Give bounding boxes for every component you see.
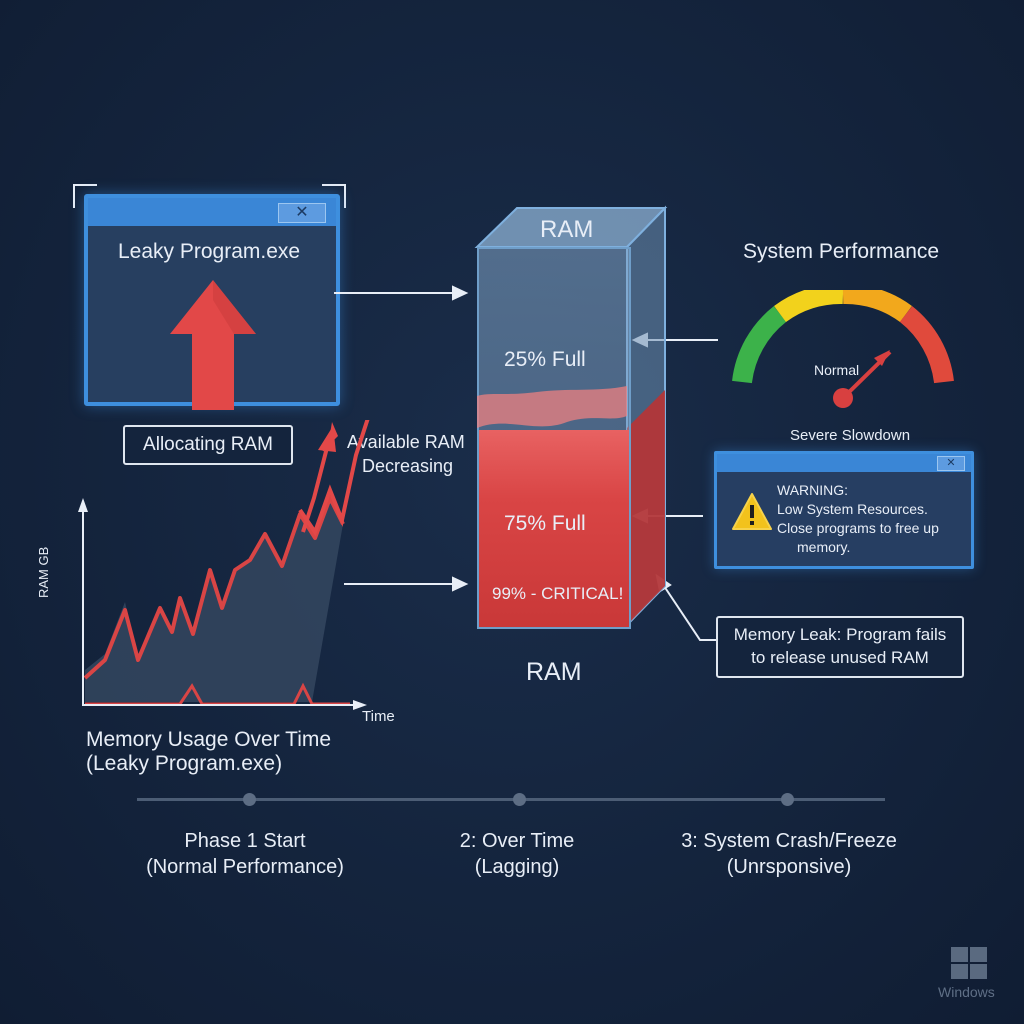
warning-triangle-icon bbox=[732, 493, 772, 530]
frame-corner-top-right bbox=[322, 184, 346, 208]
memory-leak-note-line-1: Memory Leak: Program fails bbox=[733, 625, 947, 644]
timeline-dot-phase-1[interactable] bbox=[243, 793, 256, 806]
performance-gauge bbox=[732, 290, 954, 408]
ram-level-25: 25% Full bbox=[504, 348, 586, 371]
timeline-track bbox=[137, 798, 885, 801]
available-ram-label-line1: Available RAM bbox=[347, 432, 465, 452]
warning-line-2: Close programs to free up bbox=[777, 520, 939, 536]
allocating-ram-label: Allocating RAM bbox=[123, 425, 293, 465]
up-arrow-icon bbox=[170, 280, 256, 410]
chart-caption-line-1: Memory Usage Over Time bbox=[86, 728, 332, 751]
warning-dialog-close-button[interactable]: ✕ bbox=[937, 456, 965, 471]
warning-dialog-titlebar[interactable] bbox=[717, 454, 971, 472]
chart-ylabel: RAM GB bbox=[36, 546, 51, 598]
timeline-phase-2: 2: Over Time (Lagging) bbox=[412, 830, 622, 879]
timeline-phase-1-subtitle: (Normal Performance) bbox=[146, 856, 344, 878]
warning-line-1: Low System Resources. bbox=[777, 501, 928, 517]
timeline-dot-phase-2[interactable] bbox=[513, 793, 526, 806]
ram-fill-level bbox=[479, 430, 629, 627]
timeline-phase-2-title: 2: Over Time bbox=[459, 830, 575, 852]
timeline-phase-2-subtitle: (Lagging) bbox=[474, 856, 560, 878]
ram-bottom-label: RAM bbox=[526, 658, 582, 686]
memory-leak-note: Memory Leak: Program fails to release un… bbox=[716, 616, 964, 678]
system-performance-title: System Performance bbox=[743, 240, 940, 263]
program-window-close-button[interactable]: ✕ bbox=[278, 203, 326, 223]
gauge-needle-label: Normal bbox=[814, 362, 860, 378]
timeline-phase-1: Phase 1 Start (Normal Performance) bbox=[125, 830, 365, 879]
windows-logo-icon bbox=[951, 947, 987, 979]
ram-top-label: RAM bbox=[540, 216, 594, 243]
memory-usage-chart bbox=[78, 420, 370, 710]
ram-level-75: 75% Full bbox=[504, 512, 586, 535]
ram-fill-wave bbox=[477, 386, 627, 428]
available-ram-label-line2: Decreasing bbox=[362, 456, 454, 476]
gauge-bottom-label: Severe Slowdown bbox=[790, 427, 911, 444]
warning-dialog[interactable]: ✕ WARNING: Low System Resources. Close p… bbox=[714, 451, 974, 569]
ram-level-99: 99% - CRITICAL! bbox=[492, 584, 624, 603]
timeline-phase-1-title: Phase 1 Start bbox=[184, 830, 306, 852]
leaky-program-window[interactable]: ✕ Leaky Program.exe bbox=[84, 194, 340, 410]
warning-title: WARNING: bbox=[777, 482, 849, 498]
memory-leak-note-line-2: to release unused RAM bbox=[751, 648, 929, 667]
program-window-title: Leaky Program.exe bbox=[118, 240, 301, 263]
timeline-phase-3-subtitle: (Unrsponsive) bbox=[726, 856, 852, 878]
timeline-dot-phase-3[interactable] bbox=[781, 793, 794, 806]
ram-column bbox=[477, 247, 631, 629]
windows-watermark-label: Windows bbox=[938, 984, 995, 1000]
timeline-phase-3: 3: System Crash/Freeze (Unrsponsive) bbox=[664, 830, 914, 879]
frame-corner-top-left bbox=[73, 184, 97, 208]
warning-line-3: memory. bbox=[797, 539, 851, 555]
timeline-phase-3-title: 3: System Crash/Freeze bbox=[681, 830, 897, 852]
chart-caption-line-2: (Leaky Program.exe) bbox=[86, 752, 283, 775]
chart-xlabel: Time bbox=[362, 708, 395, 725]
